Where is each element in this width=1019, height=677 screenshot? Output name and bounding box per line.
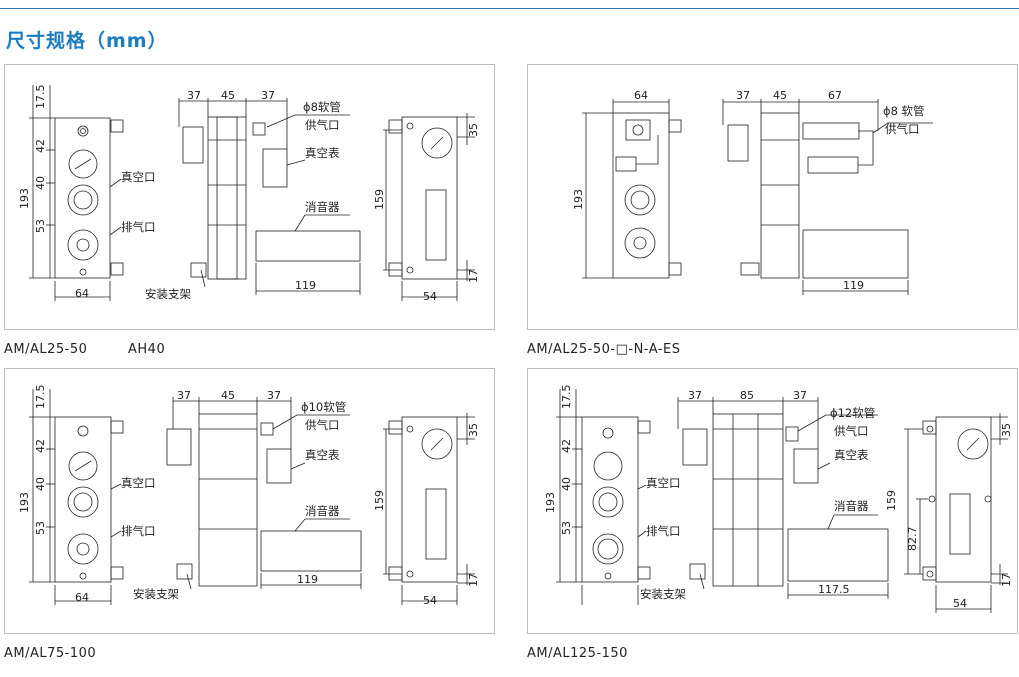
dim-top-45: 45 [773, 89, 787, 102]
dim-42: 42 [560, 439, 573, 453]
dim-64: 64 [634, 89, 648, 102]
dim-64: 64 [75, 287, 89, 300]
front-body [54, 117, 111, 279]
dim-54: 54 [423, 594, 437, 607]
dim-53: 53 [560, 521, 573, 535]
page-title: 尺寸规格（mm） [6, 30, 168, 52]
label-vacuum-gauge: 真空表 [305, 146, 340, 160]
label-hose: ϕ8 软管 [883, 104, 925, 118]
dim-82-7: 82.7 [906, 527, 919, 552]
rear-body [401, 416, 458, 583]
dim-193: 193 [18, 188, 31, 209]
dim-42: 42 [34, 139, 47, 153]
label-vacuum-port: 真空口 [646, 476, 681, 490]
label-vacuum-port: 真空口 [121, 170, 156, 184]
drawing-am-al125-150: 17.5 42 40 53 193 37 85 37 117.5 159 82.… [544, 385, 1013, 613]
dim-top-37b: 37 [261, 89, 275, 102]
dim-53: 53 [34, 521, 47, 535]
caption-ah40: AH40 [128, 342, 166, 357]
dim-119: 119 [297, 573, 318, 586]
dim-40: 40 [34, 477, 47, 491]
label-supply-port: 供气口 [885, 122, 920, 136]
label-muffler: 消音器 [834, 499, 869, 513]
dim-17: 17 [1000, 573, 1013, 587]
dim-159: 159 [373, 189, 386, 210]
dim-159: 159 [885, 490, 898, 511]
dim-35: 35 [467, 423, 480, 437]
dim-64: 64 [75, 591, 89, 604]
dim-40: 40 [560, 477, 573, 491]
dim-54: 54 [423, 290, 437, 303]
dim-119: 119 [843, 279, 864, 292]
drawing-panel-am-al25-50-es: 64 193 37 45 67 119 ϕ8 软管 供气口 [527, 64, 1018, 330]
dim-53: 53 [34, 219, 47, 233]
label-muffler: 消音器 [305, 200, 340, 214]
dim-40: 40 [34, 176, 47, 190]
dim-top-37a: 37 [187, 89, 201, 102]
label-muffler: 消音器 [305, 504, 340, 518]
drawing-panel-am-al75-100: 17.5 42 40 53 193 64 37 45 37 119 159 35… [4, 368, 495, 634]
drawing-am-al25-50-es: 64 193 37 45 67 119 ϕ8 软管 供气口 [572, 89, 933, 295]
caption-am-al25-50: AM/AL25-50 [4, 342, 88, 357]
label-exhaust-port: 排气口 [646, 524, 681, 538]
drawing-panel-am-al125-150: 17.5 42 40 53 193 37 85 37 117.5 159 82.… [527, 368, 1018, 634]
label-vacuum-gauge: 真空表 [834, 448, 869, 462]
dim-top-85: 85 [740, 389, 754, 402]
label-vacuum-gauge: 真空表 [305, 448, 340, 462]
dim-193: 193 [544, 492, 557, 513]
label-bracket: 安装支架 [133, 587, 179, 601]
gauge-circle-rear [421, 127, 453, 159]
dim-159: 159 [373, 490, 386, 511]
dim-117-5: 117.5 [818, 583, 850, 596]
label-supply-port: 供气口 [305, 118, 340, 132]
drawing-panel-am-al25-50: 17.5 42 40 53 193 64 37 45 37 119 159 35… [4, 64, 495, 330]
dim-35: 35 [1000, 423, 1013, 437]
label-supply-port: 供气口 [305, 418, 340, 432]
dim-top-37b: 37 [793, 389, 807, 402]
caption-am-al25-50-es: AM/AL25-50-□-N-A-ES [527, 342, 681, 357]
dim-193: 193 [572, 189, 585, 210]
rear-body [401, 116, 458, 280]
dim-top-45: 45 [221, 389, 235, 402]
front-body [612, 112, 670, 279]
side-body [760, 112, 800, 279]
dim-35: 35 [467, 123, 480, 137]
caption-am-al125-150: AM/AL125-150 [527, 646, 628, 661]
dim-17-5: 17.5 [34, 385, 47, 410]
front-body [54, 416, 112, 583]
label-exhaust-port: 排气口 [121, 524, 156, 538]
caption-am-al75-100: AM/AL75-100 [4, 646, 97, 661]
dim-17-5: 17.5 [560, 385, 573, 410]
dim-top-67: 67 [828, 89, 842, 102]
side-body [198, 413, 258, 587]
side-body [712, 413, 784, 587]
label-exhaust-port: 排气口 [121, 220, 156, 234]
label-hose: ϕ8软管 [303, 100, 341, 114]
header-rule [0, 8, 1019, 9]
dim-top-45: 45 [221, 89, 235, 102]
gauge-circle-front [68, 149, 98, 179]
drawing-am-al25-50: 17.5 42 40 53 193 64 37 45 37 119 159 35… [18, 85, 480, 304]
label-hose: ϕ12软管 [830, 406, 875, 420]
dim-top-37b: 37 [267, 389, 281, 402]
dim-119: 119 [295, 279, 316, 292]
dim-top-37: 37 [736, 89, 750, 102]
dim-top-37a: 37 [688, 389, 702, 402]
drawing-am-al75-100: 17.5 42 40 53 193 64 37 45 37 119 159 35… [18, 385, 480, 608]
label-supply-port: 供气口 [834, 424, 869, 438]
dim-17: 17 [467, 573, 480, 587]
label-vacuum-port: 真空口 [121, 476, 156, 490]
side-body [207, 116, 247, 280]
dim-17: 17 [467, 269, 480, 283]
dim-top-37a: 37 [177, 389, 191, 402]
label-bracket: 安装支架 [640, 587, 686, 601]
dim-54: 54 [953, 597, 967, 610]
dim-193: 193 [18, 492, 31, 513]
label-bracket: 安装支架 [145, 287, 191, 301]
dim-42: 42 [34, 439, 47, 453]
dim-17-5: 17.5 [34, 85, 47, 110]
label-hose: ϕ10软管 [301, 400, 346, 414]
rear-body [935, 416, 992, 583]
front-body [581, 416, 639, 583]
